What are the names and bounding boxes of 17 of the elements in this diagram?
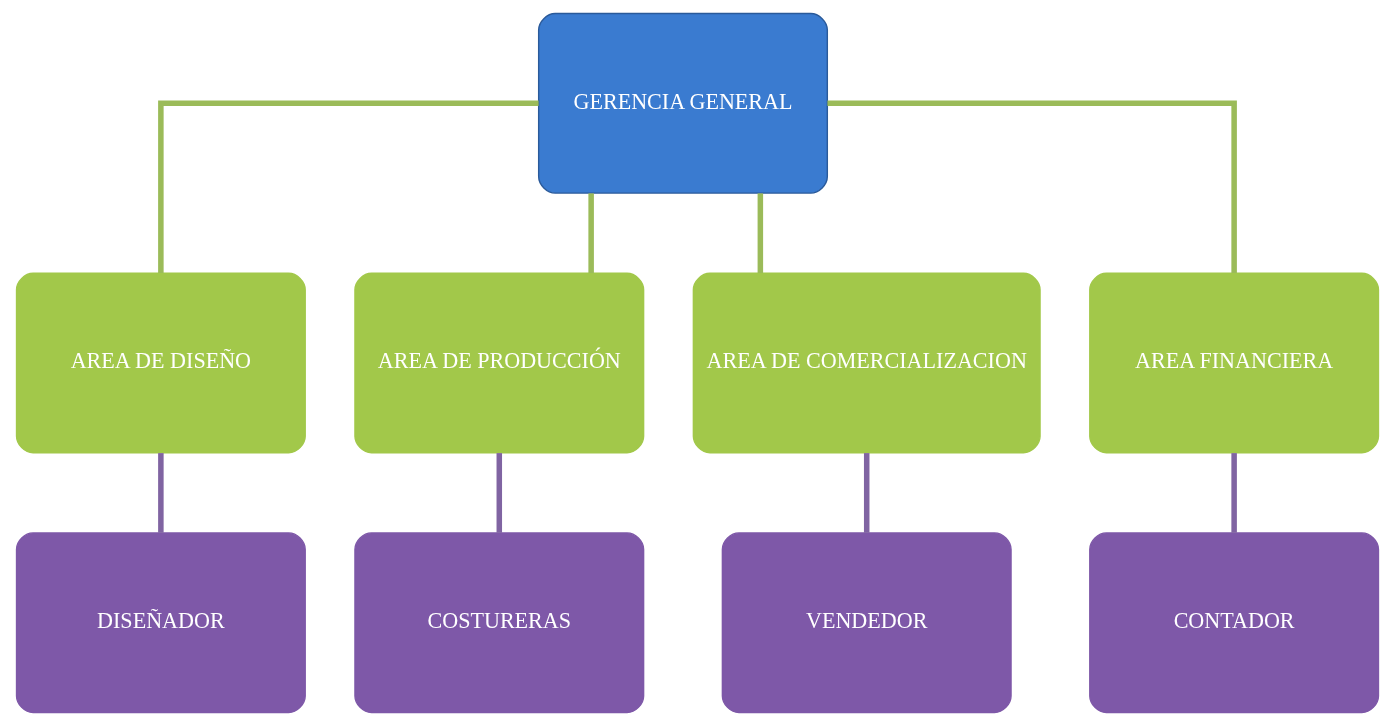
connector [158, 100, 539, 273]
connector [1231, 453, 1237, 533]
node-box: COSTURERAS [354, 532, 645, 714]
node-box: AREA DE DISEÑO [15, 272, 306, 454]
connector [757, 193, 764, 274]
node-box: AREA DE PRODUCCIÓN [354, 272, 645, 454]
node-box: AREA DE COMERCIALIZACION [692, 272, 1041, 454]
node-box: AREA FINANCIERA [1089, 272, 1380, 454]
node-box: GERENCIA GENERAL [537, 12, 829, 194]
connector [827, 100, 1237, 273]
connector [496, 453, 503, 533]
connector [158, 453, 164, 533]
node-box: VENDEDOR [721, 532, 1012, 714]
node-box: CONTADOR [1089, 532, 1380, 714]
connector [588, 193, 594, 274]
node-box: DISEÑADOR [15, 532, 306, 714]
connector [863, 453, 870, 533]
